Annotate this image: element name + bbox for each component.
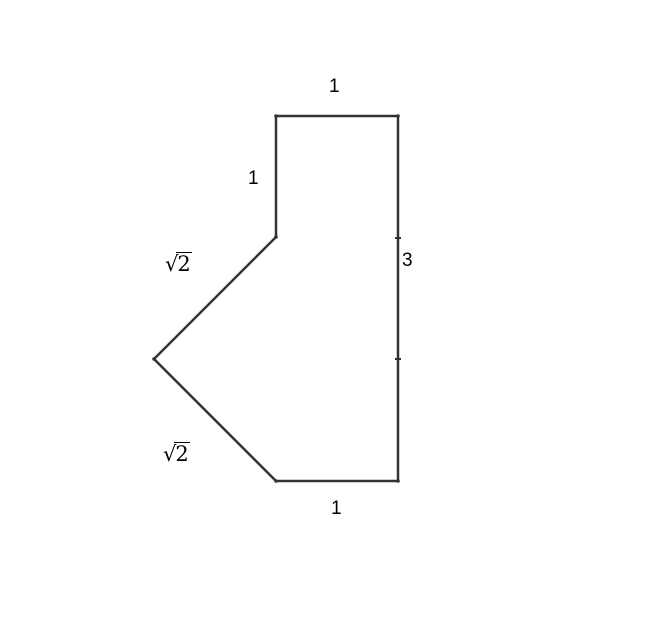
vertex-top-right <box>396 114 400 118</box>
radicand: 2 <box>174 442 190 466</box>
vertex-bottom-right <box>396 479 400 483</box>
top-edge-label: 1 <box>329 76 340 97</box>
upper-diagonal-label: √2 <box>165 252 192 275</box>
right-edge-label: 3 <box>402 250 413 271</box>
polygon-outline <box>152 114 400 483</box>
radicand: 2 <box>176 252 192 276</box>
vertex-inner-corner <box>274 235 278 239</box>
vertex-bottom-left <box>274 479 278 483</box>
bottom-edge-label: 1 <box>331 498 342 519</box>
lower-diagonal-label: √2 <box>163 442 190 465</box>
vertex-left-point <box>152 357 156 361</box>
radical-sign: √ <box>163 442 177 466</box>
vertex-top-left <box>274 114 278 118</box>
radical-sign: √ <box>165 252 179 276</box>
upper-left-edge-label: 1 <box>248 168 259 189</box>
